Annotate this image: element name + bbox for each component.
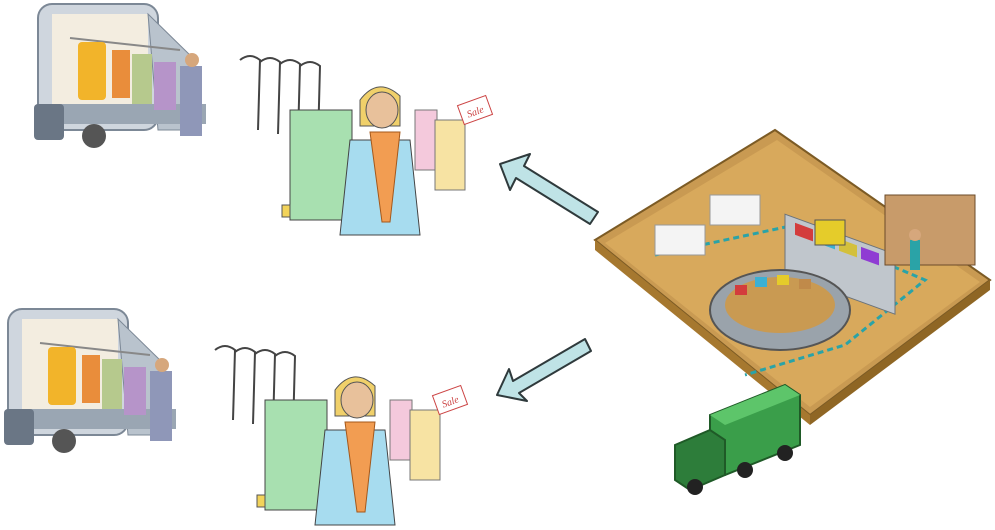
arrow-to-top-store (490, 150, 605, 230)
clothing-store-clerk-icon: Sale (214, 345, 469, 526)
delivery-truck-clothes-icon (34, 3, 206, 148)
clothing-store-bottom: Sale (195, 330, 475, 526)
arrow-to-bottom-store (485, 335, 600, 405)
delivery-truck-bottom (0, 305, 195, 455)
delivery-truck-clothes-icon (4, 308, 176, 453)
green-freight-truck-icon (674, 383, 801, 495)
arrow-up-left-icon (499, 153, 599, 225)
clothing-store-top: Sale (220, 40, 500, 236)
arrow-down-left-icon (496, 338, 592, 402)
distribution-warehouse-icon (593, 128, 992, 495)
clothing-store-clerk-icon: Sale (239, 55, 494, 236)
distribution-warehouse (593, 125, 992, 500)
delivery-truck-top (30, 0, 225, 150)
